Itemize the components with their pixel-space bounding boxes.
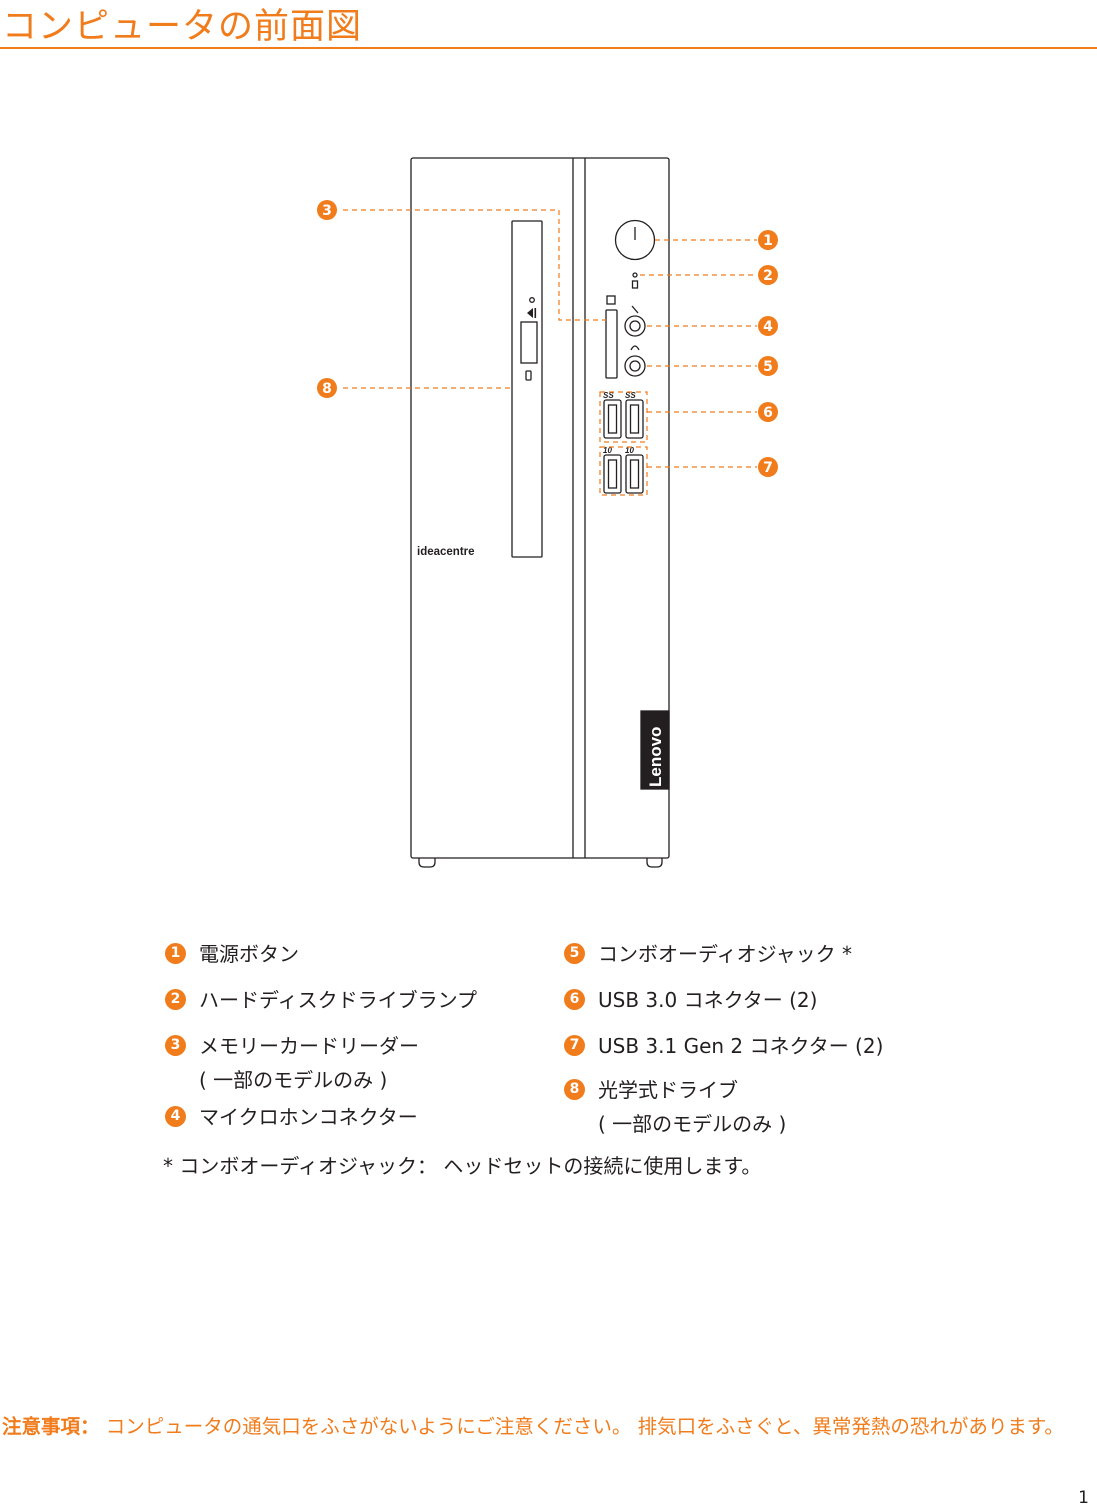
callout-6-number: 6 <box>763 405 773 421</box>
caution-text: コンピュータの通気口をふさがないようにご注意ください。 排気口をふさぐと、異常発… <box>99 1415 1064 1438</box>
callout-2-marker <box>758 265 778 285</box>
callout-4-marker <box>758 316 778 336</box>
legend-label: 電源ボタン <box>199 942 299 966</box>
legend-label: メモリーカードリーダー <box>199 1034 419 1058</box>
callout-4-number: 4 <box>763 319 773 335</box>
card-reader-slot <box>605 309 618 379</box>
caution-note: 注意事項： コンピュータの通気口をふさがないようにご注意ください。 排気口をふさ… <box>2 1410 1095 1443</box>
case-outline <box>410 157 670 859</box>
footnote: * コンボオーディオジャック： ヘッドセットの接続に使用します。 <box>163 1154 762 1178</box>
hdd-led-icon <box>632 272 638 278</box>
usb31-highlight-box <box>599 446 648 496</box>
legend-label: USB 3.0 コネクター (2) <box>598 988 818 1012</box>
callout-5-marker <box>758 356 778 376</box>
legend-number: 3 <box>165 1035 186 1056</box>
legend-label: マイクロホンコネクター <box>199 1105 418 1129</box>
legend-item-6: 6 USB 3.0 コネクター (2) <box>564 983 817 1017</box>
callout-8-number: 8 <box>322 381 332 397</box>
left-foot <box>418 858 436 868</box>
callout-5-number: 5 <box>763 359 773 375</box>
legend-label: 光学式ドライブ <box>598 1078 738 1102</box>
lenovo-logo-box <box>640 710 670 790</box>
microphone-jack <box>624 315 646 337</box>
usb31-port-2 <box>625 454 644 494</box>
drive-eject-button <box>525 370 532 381</box>
legend-item-5: 5 コンボオーディオジャック * <box>564 937 852 971</box>
usb31-port-1 <box>603 454 622 494</box>
card-icon <box>606 295 616 305</box>
legend-item-8: 8 光学式ドライブ ( 一部のモデルのみ ) <box>564 1073 786 1141</box>
legend-number: 8 <box>564 1079 585 1100</box>
legend-item-7: 7 USB 3.1 Gen 2 コネクター (2) <box>564 1029 883 1063</box>
brand-logo: Lenovo <box>646 727 665 787</box>
legend-sublabel: ( 一部のモデルのみ ) <box>598 1112 787 1136</box>
legend-label: コンボオーディオジャック * <box>598 942 852 966</box>
legend-number: 2 <box>165 989 186 1010</box>
drive-display <box>520 321 538 364</box>
legend-number: 6 <box>564 989 585 1010</box>
title-underline <box>0 47 1097 49</box>
legend-item-3: 3 メモリーカードリーダー ( 一部のモデルのみ ) <box>165 1029 419 1097</box>
callout-7-number: 7 <box>763 460 773 476</box>
callout-1-marker <box>758 230 778 250</box>
callout-7-marker <box>758 457 778 477</box>
leader-3 <box>343 209 606 321</box>
usb30-port-2 <box>625 399 644 439</box>
drive-led-icon <box>529 297 535 303</box>
usb30-port-1 <box>603 399 622 439</box>
usb30-label-2: SS <box>625 391 636 400</box>
legend-item-1: 1 電源ボタン <box>165 937 299 971</box>
drive-eject-icon <box>527 308 533 318</box>
legend-sublabel: ( 一部のモデルのみ ) <box>199 1068 388 1092</box>
usb31-label-2: 10 <box>625 446 634 455</box>
usb31-label-1: 10 <box>603 446 612 455</box>
hdd-symbol-icon <box>631 280 639 289</box>
usb30-label-1: SS <box>603 391 614 400</box>
headset-icon <box>630 345 640 351</box>
legend-item-4: 4 マイクロホンコネクター <box>165 1100 418 1134</box>
legend-label: USB 3.1 Gen 2 コネクター (2) <box>598 1034 884 1058</box>
usb30-highlight-box <box>599 391 648 443</box>
caution-label: 注意事項： <box>2 1415 100 1438</box>
legend-number: 1 <box>165 943 186 964</box>
legend-item-2: 2 ハードディスクドライブランプ <box>165 983 477 1017</box>
legend-number: 7 <box>564 1035 585 1056</box>
page-number: 1 <box>1078 1488 1089 1508</box>
optical-drive <box>511 220 543 558</box>
legend-number: 5 <box>564 943 585 964</box>
right-foot <box>646 858 663 868</box>
model-label: ideacentre <box>417 546 475 558</box>
callout-2-number: 2 <box>763 268 773 284</box>
callout-3-marker <box>317 200 337 220</box>
legend-number: 4 <box>165 1106 186 1127</box>
page-title: コンピュータの前面図 <box>2 7 363 47</box>
computer-front-diagram: SS SS 10 10 ideacentre Lenovo 1 2 3 4 5 … <box>317 157 778 868</box>
callout-6-marker <box>758 402 778 422</box>
legend-label: ハードディスクドライブランプ <box>199 988 477 1012</box>
combo-audio-jack <box>624 355 646 377</box>
microphone-icon <box>631 305 639 314</box>
power-button-icon <box>614 219 656 261</box>
callout-1-number: 1 <box>763 233 773 249</box>
callout-3-number: 3 <box>322 203 332 219</box>
callout-8-marker <box>317 378 337 398</box>
